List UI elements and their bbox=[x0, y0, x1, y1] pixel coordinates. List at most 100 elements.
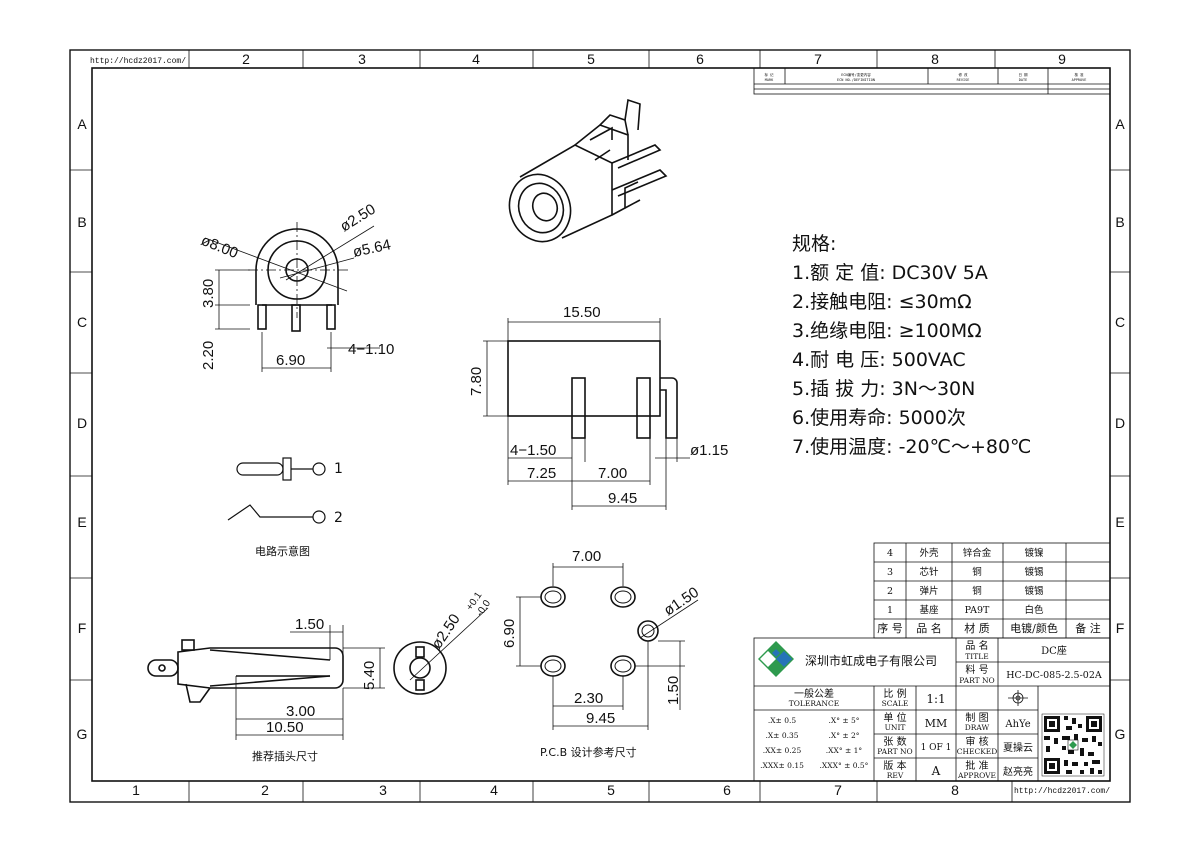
plug-d3: 3.00 bbox=[286, 703, 315, 720]
unit-label: 单 位 bbox=[883, 711, 906, 724]
url-top: http://hcdz2017.com/ bbox=[90, 57, 186, 66]
grid-right-A: A bbox=[1115, 116, 1125, 132]
side-d-pin: ø1.15 bbox=[690, 442, 728, 459]
grid-bottom-4: 4 bbox=[490, 782, 498, 798]
grid-bottom-3: 3 bbox=[379, 782, 387, 798]
rev-label-en: REV bbox=[887, 771, 904, 780]
scale-value: 1:1 bbox=[926, 692, 945, 706]
rev-col-mark: 标 记 bbox=[764, 72, 774, 77]
pcb-caption: P.C.B 设计参考尺寸 bbox=[540, 745, 637, 759]
bom-r4-finish: 白色 bbox=[1024, 604, 1044, 616]
title-label: 品 名 bbox=[965, 639, 988, 652]
front-h-leg: 2.20 bbox=[200, 341, 217, 370]
rev-col-date: 日 期 bbox=[1018, 72, 1028, 77]
bom-h-finish: 电镀/颜色 bbox=[1010, 621, 1058, 635]
approve-value: 赵亮亮 bbox=[1003, 765, 1033, 778]
bom-r2-finish: 镀锡 bbox=[1024, 566, 1043, 578]
front-d-pin: ø2.50 bbox=[337, 201, 379, 236]
rev-value: A bbox=[931, 764, 941, 778]
grid-right-F: F bbox=[1116, 620, 1125, 636]
grid-top bbox=[188, 50, 996, 68]
tol-right-2: .X° ± 2° bbox=[828, 731, 859, 740]
front-d-outer: ø8.00 bbox=[199, 232, 241, 262]
circuit-caption: 电路示意图 bbox=[255, 544, 310, 558]
bom-r2-mat: 铜 bbox=[972, 566, 982, 578]
front-w-legs: 6.90 bbox=[276, 352, 305, 369]
partno-value: HC-DC-085-2.5-02A bbox=[1006, 670, 1102, 681]
grid-left-C: C bbox=[77, 314, 87, 330]
bom-r1-name: 外壳 bbox=[919, 547, 939, 559]
bom-h-mat: 材 质 bbox=[964, 621, 990, 635]
grid-bottom-2: 2 bbox=[261, 782, 269, 798]
grid-sides bbox=[70, 169, 1130, 681]
rev-col-ecn-en: ECN NO./DEFINITION bbox=[837, 78, 875, 82]
isometric-view bbox=[508, 98, 668, 243]
plug-d2: 5.40 bbox=[361, 661, 378, 690]
approve-label-en: APPROVE bbox=[957, 771, 996, 780]
pcb-h-right: 1.50 bbox=[665, 676, 682, 705]
grid-left-F: F bbox=[78, 620, 87, 636]
pcb-layout bbox=[540, 586, 659, 677]
tol-right-4: .XXX° ± 0.5° bbox=[820, 761, 869, 770]
rev-col-ecn: ECN编号/变更内容 bbox=[841, 72, 871, 77]
rev-col-revise: 修 改 bbox=[958, 72, 968, 77]
rev-col-approve-en: APPROVE bbox=[1072, 78, 1087, 82]
spec-line-2: 2.接触电阻: ≤30mΩ bbox=[792, 291, 972, 313]
bom-r2-name: 芯针 bbox=[919, 566, 939, 578]
grid-top-9: 9 bbox=[1058, 51, 1066, 67]
side-d2: 7.00 bbox=[598, 465, 627, 482]
spec-line-7: 7.使用温度: -20℃～+80℃ bbox=[792, 436, 1031, 458]
plug-view bbox=[147, 639, 447, 703]
bom-r4-name: 基座 bbox=[919, 604, 939, 616]
side-view bbox=[507, 340, 678, 439]
tol-right-3: .XX° ± 1° bbox=[826, 746, 863, 755]
front-leg-w: 4−1.10 bbox=[348, 341, 394, 358]
grid-top-7: 7 bbox=[814, 51, 822, 67]
rev-col-approve: 核 准 bbox=[1074, 72, 1084, 77]
bom-h-name: 品 名 bbox=[916, 621, 942, 635]
check-label-en: CHECKED bbox=[957, 747, 998, 756]
pcb-w2: 9.45 bbox=[586, 710, 615, 727]
side-length: 15.50 bbox=[563, 304, 601, 321]
side-height: 7.80 bbox=[468, 367, 485, 396]
draw-value: AhYe bbox=[1004, 719, 1030, 730]
bom-r3-mat: 铜 bbox=[972, 585, 982, 597]
tol-title: 一般公差 bbox=[794, 687, 834, 700]
check-label: 审 核 bbox=[965, 735, 988, 748]
front-view-dims bbox=[204, 222, 380, 372]
draw-label: 制 图 bbox=[965, 711, 988, 724]
projection-symbol-icon bbox=[1008, 690, 1028, 706]
revision-table: 标 记 ECN编号/变更内容 修 改 日 期 核 准 MARK ECN NO./… bbox=[753, 67, 1111, 95]
circuit-pin-1: 1 bbox=[334, 461, 343, 477]
bom-r4-mat: PA9T bbox=[965, 605, 990, 616]
pcb-dims bbox=[516, 563, 699, 730]
grid-left-A: A bbox=[77, 116, 87, 132]
scale-label-en: SCALE bbox=[882, 699, 909, 708]
rev-col-mark-en: MARK bbox=[765, 78, 774, 82]
tol-left-3: .XX± 0.25 bbox=[763, 746, 802, 755]
bom-r3-no: 2 bbox=[887, 586, 893, 597]
pcb-d-hole: ø1.50 bbox=[661, 584, 702, 620]
company-name: 深圳市虹成电子有限公司 bbox=[805, 653, 937, 668]
bom-r3-finish: 镀锡 bbox=[1024, 585, 1043, 597]
approve-label: 批 准 bbox=[965, 759, 988, 772]
grid-top-3: 3 bbox=[358, 51, 366, 67]
circuit-pin-2: 2 bbox=[334, 510, 343, 526]
partno-label-en: PART NO bbox=[959, 676, 994, 685]
side-d1: 7.25 bbox=[527, 465, 556, 482]
grid-right-E: E bbox=[1115, 514, 1124, 530]
plug-d1: 1.50 bbox=[295, 616, 324, 633]
bom-r2-no: 3 bbox=[887, 567, 893, 578]
circuit-diagram bbox=[227, 457, 326, 524]
grid-bottom-5: 5 bbox=[607, 782, 615, 798]
side-view-dims bbox=[483, 318, 690, 510]
unit-label-en: UNIT bbox=[885, 723, 906, 732]
grid-top-8: 8 bbox=[931, 51, 939, 67]
grid-bottom-6: 6 bbox=[723, 782, 731, 798]
pcb-w-top: 7.00 bbox=[572, 548, 601, 565]
spec-line-1: 1.额 定 值: DC30V 5A bbox=[792, 262, 988, 284]
grid-top-2: 2 bbox=[242, 51, 250, 67]
spec-title: 规格: bbox=[792, 233, 836, 255]
grid-left-E: E bbox=[77, 514, 86, 530]
grid-right-D: D bbox=[1115, 415, 1125, 431]
